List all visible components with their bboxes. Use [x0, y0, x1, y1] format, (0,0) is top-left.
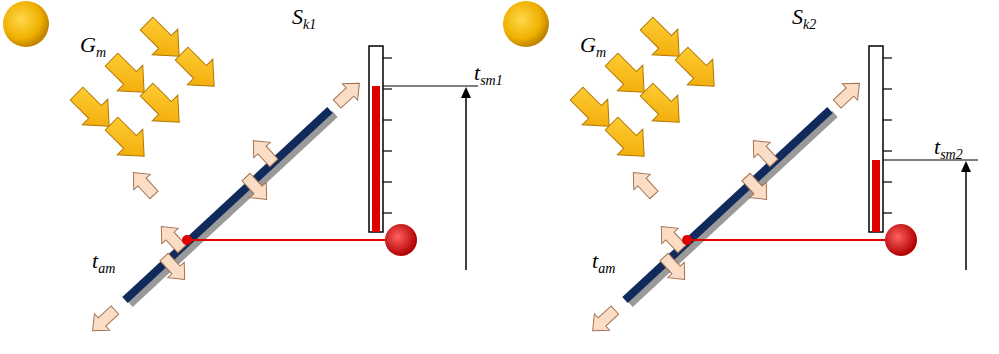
- heat-loss-arrow: [156, 249, 193, 287]
- panel-shadow: [630, 114, 835, 304]
- scale-tick: [383, 57, 392, 58]
- heat-loss-arrow: [238, 169, 275, 207]
- heat-loss-arrow: [125, 165, 162, 203]
- heat-loss-arrow: [625, 165, 662, 203]
- panel-shadow: [130, 114, 335, 304]
- level-line: [383, 85, 478, 86]
- heat-loss-arrow: [656, 249, 693, 287]
- probe-dot: [182, 235, 192, 245]
- collector-panel: [625, 110, 830, 300]
- heat-loss-arrow: [738, 169, 775, 207]
- scale-tick: [883, 119, 892, 120]
- symbol-label: Gm: [80, 34, 106, 60]
- thermometer-tube: [869, 46, 883, 232]
- scale-tick: [383, 181, 392, 182]
- scale-tick: [883, 181, 892, 182]
- scale-tick: [883, 150, 892, 151]
- sun: [3, 1, 49, 47]
- collector-panel: [125, 110, 330, 300]
- thermometer-column: [872, 160, 880, 232]
- scale-tick: [383, 212, 392, 213]
- level-line: [883, 159, 978, 160]
- probe-dot: [682, 235, 692, 245]
- symbol-label: Sk1: [292, 6, 316, 32]
- symbol-label: tsm1: [474, 62, 503, 88]
- sun: [503, 1, 549, 47]
- symbol-label: tsm2: [934, 136, 963, 162]
- heat-loss-arrow: [329, 75, 367, 112]
- symbol-label: Gm: [580, 34, 606, 60]
- level-arrowhead: [461, 87, 471, 98]
- scale-tick: [383, 150, 392, 151]
- heat-loss-arrow: [245, 133, 282, 171]
- thermometer-bulb: [885, 224, 917, 256]
- radiation-arrow: [599, 111, 657, 169]
- level-arrow: [965, 170, 967, 270]
- symbol-label: Sk2: [792, 6, 816, 32]
- radiation-arrow: [169, 41, 227, 99]
- symbol-label: tam: [592, 250, 615, 276]
- radiation-arrow: [634, 77, 692, 135]
- probe-wire: [687, 239, 892, 241]
- scale-tick: [383, 119, 392, 120]
- radiation-arrow: [99, 111, 157, 169]
- collector-scene: [503, 1, 978, 339]
- thermometer-bulb: [385, 224, 417, 256]
- level-arrowhead: [961, 161, 971, 172]
- radiation-arrow: [134, 77, 192, 135]
- heat-loss-arrow: [85, 302, 123, 339]
- thermometer-tube: [369, 46, 383, 232]
- scale-tick: [883, 57, 892, 58]
- level-arrow: [465, 96, 467, 270]
- scale-tick: [883, 212, 892, 213]
- heat-loss-arrow: [585, 302, 623, 339]
- heat-loss-arrow: [745, 133, 782, 171]
- symbol-label: tam: [92, 250, 115, 276]
- probe-wire: [187, 239, 392, 241]
- thermometer-column: [372, 86, 380, 232]
- radiation-arrow: [669, 41, 727, 99]
- scale-tick: [383, 88, 392, 89]
- collector-scene: [3, 1, 478, 339]
- heat-loss-arrow: [829, 75, 867, 112]
- scale-tick: [883, 88, 892, 89]
